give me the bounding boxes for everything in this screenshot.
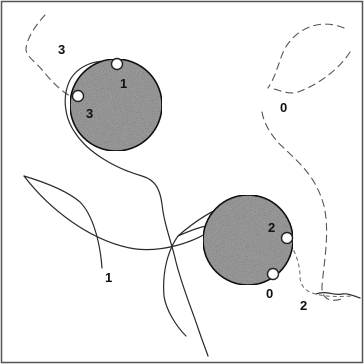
label-2-bottom-right: 2	[300, 298, 307, 313]
trajectory-1-lower	[23, 175, 215, 251]
marker-circle2-bottom	[266, 267, 280, 281]
trajectory-1-solid	[23, 175, 103, 269]
trajectory-main-solid	[64, 60, 209, 357]
label-3-top-left: 3	[58, 42, 65, 57]
trajectory-2-tail	[315, 291, 361, 299]
label-1-bottom: 1	[105, 270, 112, 285]
label-3-circle1: 3	[86, 106, 93, 121]
label-0-circle2: 0	[266, 286, 273, 301]
label-0-right: 0	[280, 100, 287, 115]
marker-circle1-top	[110, 57, 124, 71]
marker-circle2-right	[280, 231, 294, 245]
marker-circle1-left	[71, 89, 85, 103]
trajectory-junction	[163, 203, 231, 337]
label-1-circle1: 1	[120, 76, 127, 91]
trajectory-3-dashed	[25, 14, 73, 98]
obstacle-circle-2	[202, 194, 294, 286]
trajectory-0-dashed	[261, 23, 345, 301]
trajectory-0-upper-branch	[269, 51, 351, 94]
trajectory-2-dashed	[286, 237, 357, 297]
label-2-circle2: 2	[268, 220, 275, 235]
obstacle-circle-1	[69, 58, 163, 152]
